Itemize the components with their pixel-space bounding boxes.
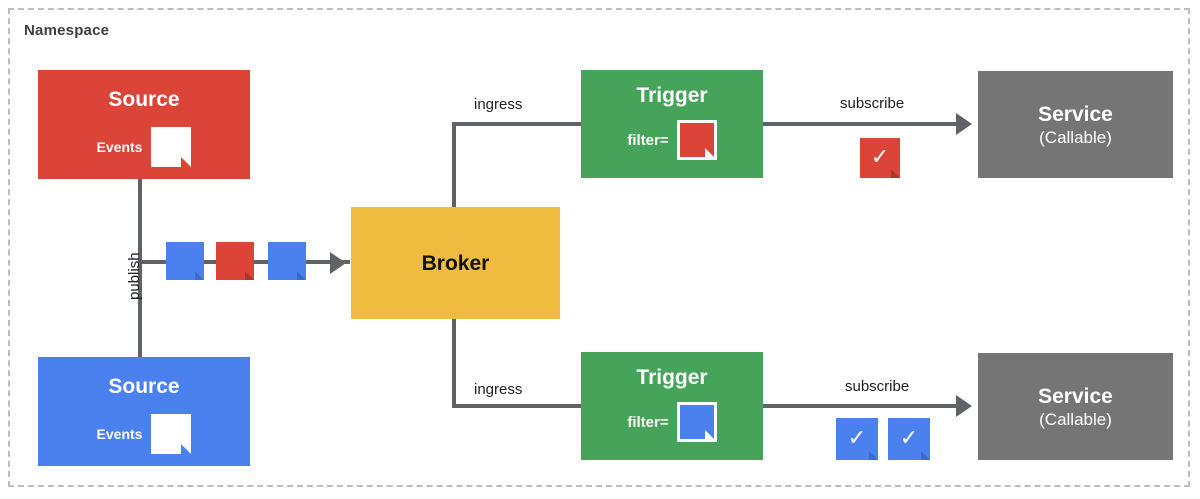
edge-label-publish: publish: [126, 252, 143, 300]
event-card: [166, 242, 204, 280]
ingress-bottom-line: [452, 404, 583, 408]
check-icon: ✓: [847, 425, 867, 450]
service-subtitle: (Callable): [1039, 409, 1112, 429]
source-node-red[interactable]: Source Events: [38, 70, 250, 179]
event-card: [268, 242, 306, 280]
broker-node[interactable]: Broker: [351, 207, 560, 319]
subscribe-top-arrowhead: [956, 113, 972, 135]
source-events-row: Events: [97, 414, 192, 454]
edge-label-ingress-bottom: ingress: [474, 381, 523, 398]
edge-label-subscribe-top: subscribe: [840, 95, 905, 112]
subscribe-top-line: [762, 122, 962, 126]
card-fold-corner: [297, 271, 306, 280]
source-title: Source: [108, 375, 180, 398]
event-card-white: [151, 127, 192, 167]
ingress-top-line: [452, 122, 583, 126]
namespace-boundary: [8, 8, 1190, 487]
source-events-label: Events: [96, 139, 143, 155]
source-events-row: Events: [97, 127, 192, 167]
service-node-top[interactable]: Service (Callable): [978, 71, 1173, 178]
source-node-blue[interactable]: Source Events: [38, 357, 250, 466]
trigger-title: Trigger: [636, 84, 708, 107]
service-node-bottom[interactable]: Service (Callable): [978, 353, 1173, 460]
card-fold-corner: [704, 148, 714, 157]
delivered-event-card: ✓: [836, 418, 878, 460]
service-title: Service: [1038, 102, 1113, 126]
filter-card-blue: [676, 402, 717, 442]
edge-label-ingress-top: ingress: [474, 96, 523, 113]
check-icon: ✓: [870, 144, 890, 169]
delivered-event-card: ✓: [888, 418, 930, 460]
subscribe-bottom-arrowhead: [956, 395, 972, 417]
card-fold-corner: [245, 271, 254, 280]
service-subtitle: (Callable): [1039, 127, 1112, 147]
trigger-title: Trigger: [636, 366, 708, 389]
trigger-filter-row: filter=: [627, 402, 717, 442]
broker-title: Broker: [421, 251, 490, 275]
publish-spine-line: [138, 179, 142, 364]
card-fold-corner: [704, 430, 714, 439]
source-title: Source: [108, 88, 180, 111]
card-fold-corner: [181, 157, 192, 167]
trigger-node-bottom[interactable]: Trigger filter=: [581, 352, 763, 460]
card-fold-corner: [891, 169, 900, 178]
card-fold-corner: [195, 271, 204, 280]
service-title: Service: [1038, 384, 1113, 408]
publish-arrowhead: [330, 252, 346, 274]
trigger-filter-label: filter=: [627, 131, 669, 149]
event-card-white: [151, 414, 192, 454]
filter-card-red: [676, 120, 717, 160]
trigger-filter-row: filter=: [627, 120, 717, 160]
trigger-node-top[interactable]: Trigger filter=: [581, 70, 763, 178]
card-fold-corner: [181, 444, 192, 454]
trigger-filter-label: filter=: [627, 413, 669, 431]
card-fold-corner: [869, 451, 878, 460]
subscribe-bottom-line: [762, 404, 962, 408]
card-fold-corner: [921, 451, 930, 460]
event-card: [216, 242, 254, 280]
namespace-label: Namespace: [24, 22, 110, 39]
delivered-event-card: ✓: [860, 138, 900, 178]
source-events-label: Events: [96, 426, 143, 442]
edge-label-subscribe-bottom: subscribe: [845, 378, 910, 395]
check-icon: ✓: [899, 425, 919, 450]
